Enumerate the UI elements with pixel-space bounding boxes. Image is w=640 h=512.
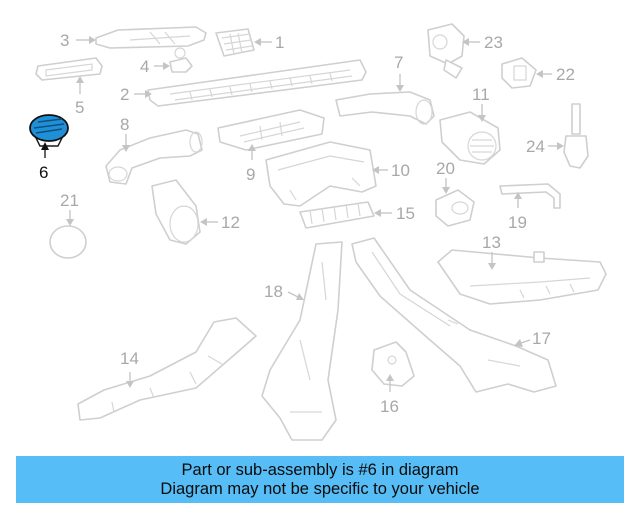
part-17-floor-duct-right: [351, 237, 557, 393]
callout-5: 5: [75, 76, 84, 117]
part-4-clip: [169, 47, 193, 73]
callout-label-6: 6: [39, 163, 48, 182]
callout-label-13: 13: [482, 233, 501, 252]
callout-1: 1: [254, 33, 284, 52]
callout-label-15: 15: [396, 204, 415, 223]
part-13-rear-duct: [437, 249, 607, 305]
part-14-left-floor-duct: [77, 317, 257, 421]
callout-6: 6: [39, 142, 49, 182]
part-8-bent-duct: [105, 129, 203, 185]
callout-14: 14: [120, 349, 139, 388]
callout-18: 18: [264, 282, 304, 301]
part-24-sensor-stem: [563, 103, 589, 169]
parts-diagram: 1 2 3 4 5 6 7 8 9 10 11 12: [29, 23, 607, 441]
part-9-center-vent: [217, 109, 325, 151]
banner-line-2: Diagram may not be specific to your vehi…: [160, 479, 480, 498]
callout-label-5: 5: [75, 98, 84, 117]
callout-label-17: 17: [532, 329, 551, 348]
callout-label-10: 10: [391, 161, 410, 180]
callout-15: 15: [374, 204, 415, 223]
callout-label-4: 4: [140, 57, 149, 76]
part-23-actuator: [427, 23, 465, 79]
callout-20: 20: [436, 159, 455, 194]
callout-label-7: 7: [394, 53, 403, 72]
callout-8: 8: [120, 115, 130, 152]
callout-4: 4: [140, 57, 170, 76]
callout-label-21: 21: [60, 191, 79, 210]
part-16-bracket: [371, 341, 415, 387]
callout-label-23: 23: [484, 33, 503, 52]
part-6-highlighted-vent: [29, 114, 69, 147]
callout-2: 2: [120, 85, 152, 104]
callout-13: 13: [482, 233, 501, 270]
callout-19: 19: [508, 192, 527, 232]
callout-label-1: 1: [275, 33, 284, 52]
part-20-small-vent: [435, 189, 475, 227]
callout-label-3: 3: [60, 31, 69, 50]
part-5-side-vent: [35, 57, 103, 81]
callout-16: 16: [380, 374, 399, 416]
callout-21: 21: [60, 191, 79, 226]
callout-11: 11: [472, 85, 490, 122]
callout-label-20: 20: [436, 159, 455, 178]
callout-3: 3: [60, 31, 96, 50]
callout-17: 17: [514, 329, 551, 348]
part-21-round-cap: [49, 225, 87, 259]
part-19-hose: [499, 183, 561, 209]
callout-label-9: 9: [246, 165, 255, 184]
callout-9: 9: [246, 144, 256, 184]
callout-label-24: 24: [526, 137, 545, 156]
callout-label-19: 19: [508, 213, 527, 232]
part-3-defroster-nozzle: [95, 26, 207, 49]
callout-12: 12: [200, 213, 240, 232]
part-18-floor-duct: [261, 241, 343, 441]
callout-label-22: 22: [556, 65, 575, 84]
part-7-duct: [335, 91, 435, 125]
callout-label-14: 14: [120, 349, 139, 368]
part-2-vent-strip: [147, 59, 367, 107]
part-12-round-duct: [151, 179, 201, 245]
part-10-distribution-box: [265, 141, 377, 207]
callout-label-16: 16: [380, 397, 399, 416]
callout-label-18: 18: [264, 282, 283, 301]
callout-label-11: 11: [472, 85, 490, 104]
callout-24: 24: [526, 137, 564, 156]
callout-10: 10: [372, 161, 410, 180]
part-22-sensor: [501, 57, 537, 89]
callout-7: 7: [394, 53, 404, 92]
part-11-round-vent: [439, 111, 501, 165]
part-15-grille: [299, 201, 375, 229]
callout-22: 22: [536, 65, 575, 84]
callout-label-2: 2: [120, 85, 129, 104]
callout-23: 23: [462, 33, 503, 52]
info-banner: Part or sub-assembly is #6 in diagram Di…: [16, 456, 624, 503]
callout-label-12: 12: [221, 213, 240, 232]
callout-label-8: 8: [120, 115, 129, 134]
banner-line-1: Part or sub-assembly is #6 in diagram: [181, 460, 459, 479]
part-1-grille-vent: [215, 28, 255, 57]
